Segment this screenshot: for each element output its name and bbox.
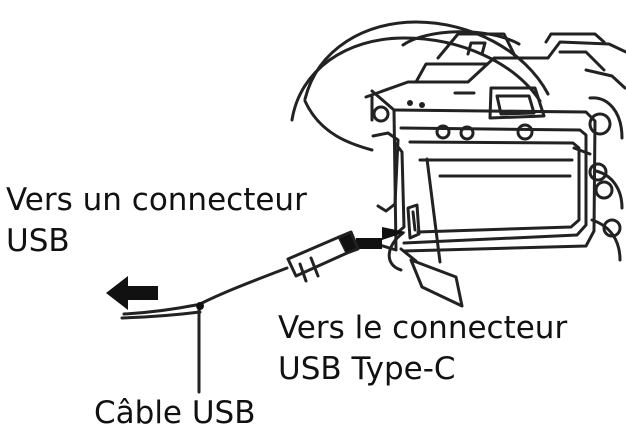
typec-connector-label-line-2: USB Type-C [278, 351, 456, 387]
usb-connector-label: Vers un connecteur USB [6, 180, 336, 262]
usb-connector-label-line-1: Vers un connecteur [6, 182, 307, 218]
arrow-right-icon [356, 227, 406, 249]
typec-connector-label-line-1: Vers le connecteur [278, 310, 568, 346]
typec-connector-label: Vers le connecteur USB Type-C [278, 308, 624, 390]
usb-cable-label: Câble USB [94, 395, 256, 431]
arrow-left-icon [106, 276, 158, 310]
usb-connector-label-line-2: USB [6, 223, 70, 259]
camera-icon [290, 20, 626, 308]
usb-plug-icon [120, 230, 360, 394]
